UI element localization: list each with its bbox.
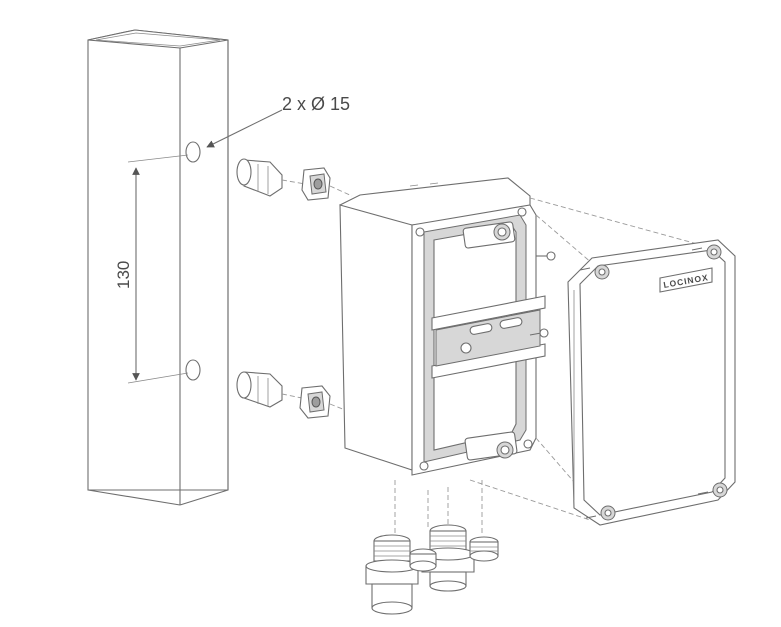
top-anchor-nut bbox=[301, 167, 331, 201]
bottom-anchor-nut bbox=[299, 385, 331, 419]
post-hole-bottom bbox=[185, 359, 201, 381]
hole-callout: 2 x Ø 15 bbox=[206, 94, 350, 148]
hole-spec-label: 2 x Ø 15 bbox=[282, 94, 350, 114]
dimension-130: 130 bbox=[114, 154, 189, 384]
dimension-label: 130 bbox=[114, 261, 133, 289]
enclosure-lid: LOCINOX bbox=[567, 239, 736, 526]
bottom-anchor-sleeve bbox=[236, 371, 283, 408]
cable-gland-nut bbox=[409, 548, 437, 572]
cable-gland-left bbox=[365, 534, 419, 615]
top-anchor-sleeve bbox=[236, 158, 283, 197]
post-hole-top bbox=[185, 141, 201, 163]
square-post bbox=[87, 29, 229, 506]
cable-gland-right bbox=[469, 536, 499, 562]
enclosure-body bbox=[339, 177, 546, 476]
box-screw-rail bbox=[529, 328, 549, 338]
box-screw-upper bbox=[536, 251, 556, 261]
